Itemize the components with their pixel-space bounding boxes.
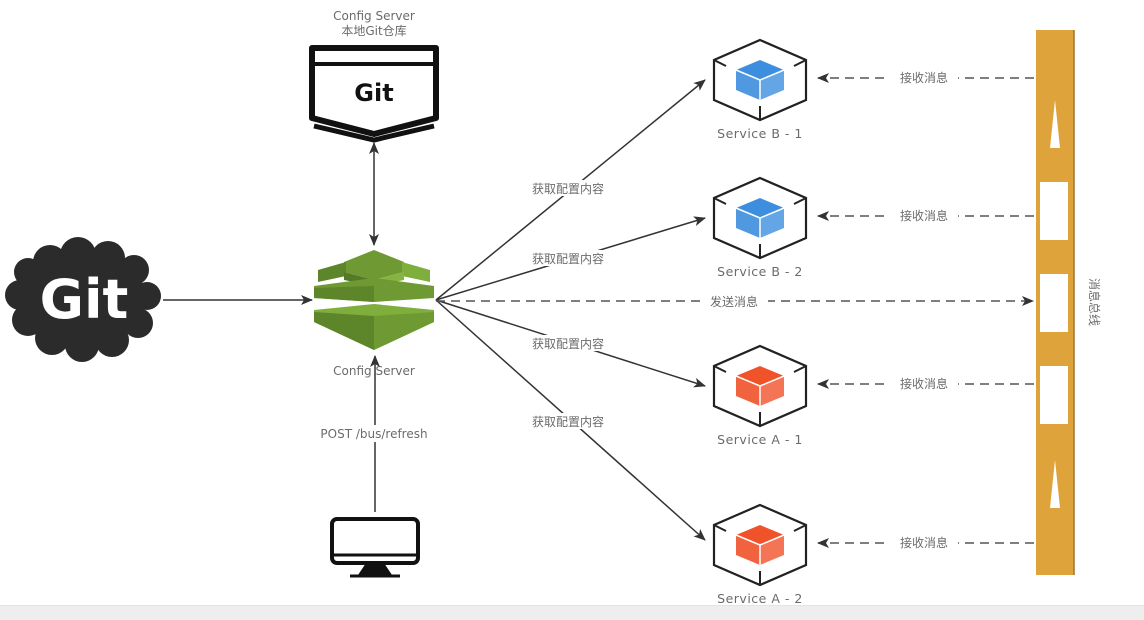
config-server-icon — [314, 250, 434, 350]
send-message-label: 发送消息 — [710, 294, 758, 309]
service-b-2-label: Service B - 2 — [717, 264, 803, 279]
architecture-diagram: Git Config Server 本地Git仓库 Git — [5, 9, 1102, 606]
fetch-config-labels: 获取配置内容 获取配置内容 获取配置内容 获取配置内容 — [520, 180, 616, 429]
receive-message-label: 接收消息 — [900, 70, 948, 85]
bottom-strip — [0, 605, 1144, 620]
receive-message-label: 接收消息 — [900, 376, 948, 391]
diagram-canvas: Git Config Server 本地Git仓库 Git — [5, 9, 1102, 606]
fetch-config-label-b1: 获取配置内容 — [532, 181, 604, 196]
service-b-2-node: Service B - 2 — [712, 176, 808, 279]
desktop-monitor-icon — [330, 517, 420, 578]
service-a-1-label: Service A - 1 — [717, 432, 803, 447]
service-cube-icon — [712, 176, 808, 260]
local-git-label: Git — [354, 79, 393, 107]
refresh-request-label: POST /bus/refresh — [320, 427, 427, 441]
message-bus-label: 消息总线 — [1087, 278, 1102, 326]
service-a-2-node: Service A - 2 — [712, 503, 808, 606]
remote-git-node: Git — [5, 237, 161, 362]
service-b-1-label: Service B - 1 — [717, 126, 803, 141]
remote-git-label: Git — [40, 268, 129, 331]
receive-message-label: 接收消息 — [900, 535, 948, 550]
services-group: Service B - 1 Service B - 2 Service A - 1 S… — [712, 38, 808, 606]
fetch-config-edges — [435, 79, 706, 541]
service-cube-icon — [712, 344, 808, 428]
config-server-label: Config Server — [333, 364, 415, 378]
fetch-config-label-a1: 获取配置内容 — [532, 336, 604, 351]
config-server-node: Config Server — [314, 250, 434, 378]
service-b-1-node: Service B - 1 — [712, 38, 808, 141]
client-node — [330, 517, 420, 578]
service-cube-icon — [712, 38, 808, 122]
service-a-2-label: Service A - 2 — [717, 591, 803, 605]
fetch-config-label-b2: 获取配置内容 — [532, 251, 604, 266]
message-bus-node: 消息总线 — [1036, 30, 1102, 575]
service-cube-icon — [712, 503, 808, 587]
message-bus-icon — [1036, 30, 1075, 575]
git-repo-icon — [309, 45, 439, 143]
fetch-config-label-a2: 获取配置内容 — [532, 414, 604, 429]
service-a-1-node: Service A - 1 — [712, 344, 808, 447]
local-git-caption-line2: 本地Git仓库 — [341, 23, 406, 38]
local-git-node: Config Server 本地Git仓库 Git — [309, 9, 439, 143]
receive-message-label: 接收消息 — [900, 208, 948, 223]
git-cloud-icon — [5, 237, 161, 362]
local-git-caption-line1: Config Server — [333, 9, 415, 23]
